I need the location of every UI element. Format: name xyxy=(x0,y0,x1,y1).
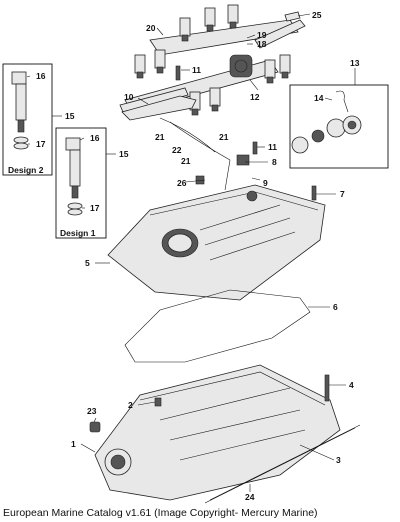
callout-13: 13 xyxy=(350,58,360,68)
callout-21-right: 21 xyxy=(219,132,229,142)
intake-manifold xyxy=(94,364,341,501)
callout-7: 7 xyxy=(340,189,345,199)
callout-4: 4 xyxy=(349,380,354,390)
plug xyxy=(89,421,101,433)
callout-17-design1: 17 xyxy=(90,203,100,213)
callout-18: 18 xyxy=(257,39,267,49)
design-2-inset: Design 2 xyxy=(2,63,53,176)
intake-plenum xyxy=(107,184,326,301)
callout-9: 9 xyxy=(263,178,268,188)
callout-20: 20 xyxy=(146,23,156,33)
design-1-caption: Design 1 xyxy=(60,228,96,238)
callout-11-lower: 11 xyxy=(268,142,277,152)
callout-15-design2: 15 xyxy=(65,111,75,121)
callout-8: 8 xyxy=(272,157,277,167)
callout-17-design2: 17 xyxy=(36,139,46,149)
callout-25: 25 xyxy=(312,10,322,20)
callout-14: 14 xyxy=(314,93,324,103)
callout-21-lower: 21 xyxy=(181,156,191,166)
manifold-gasket-rail xyxy=(209,424,361,501)
callout-5: 5 xyxy=(85,258,90,268)
callout-15-design1: 15 xyxy=(119,149,129,159)
design-2-caption: Design 2 xyxy=(8,165,44,175)
callout-11-upper: 11 xyxy=(192,65,201,75)
callout-2: 2 xyxy=(128,400,133,410)
callout-16-design1: 16 xyxy=(90,133,100,143)
bolt xyxy=(175,65,181,81)
bracket xyxy=(121,95,197,121)
design-1-inset: Design 1 xyxy=(55,127,107,239)
plenum-gasket xyxy=(124,289,311,363)
fuel-rail-assembly xyxy=(119,4,306,116)
callout-19: 19 xyxy=(257,30,267,40)
callout-16-design2: 16 xyxy=(36,71,46,81)
callout-labels: 20 25 19 18 11 10 12 13 14 16 15 17 16 1… xyxy=(36,10,360,502)
callout-12: 12 xyxy=(250,92,260,102)
callout-24: 24 xyxy=(245,492,255,502)
leader-lines xyxy=(26,13,356,492)
callout-22: 22 xyxy=(172,145,182,155)
callout-1: 1 xyxy=(71,439,76,449)
callout-21-left: 21 xyxy=(155,132,165,142)
callout-26: 26 xyxy=(177,178,187,188)
callout-10: 10 xyxy=(124,92,134,102)
callout-23: 23 xyxy=(87,406,97,416)
callout-3: 3 xyxy=(336,455,341,465)
copyright-footer: European Marine Catalog v1.61 (Image Cop… xyxy=(3,507,318,519)
regulator-inset xyxy=(289,84,389,169)
callout-6: 6 xyxy=(333,302,338,312)
